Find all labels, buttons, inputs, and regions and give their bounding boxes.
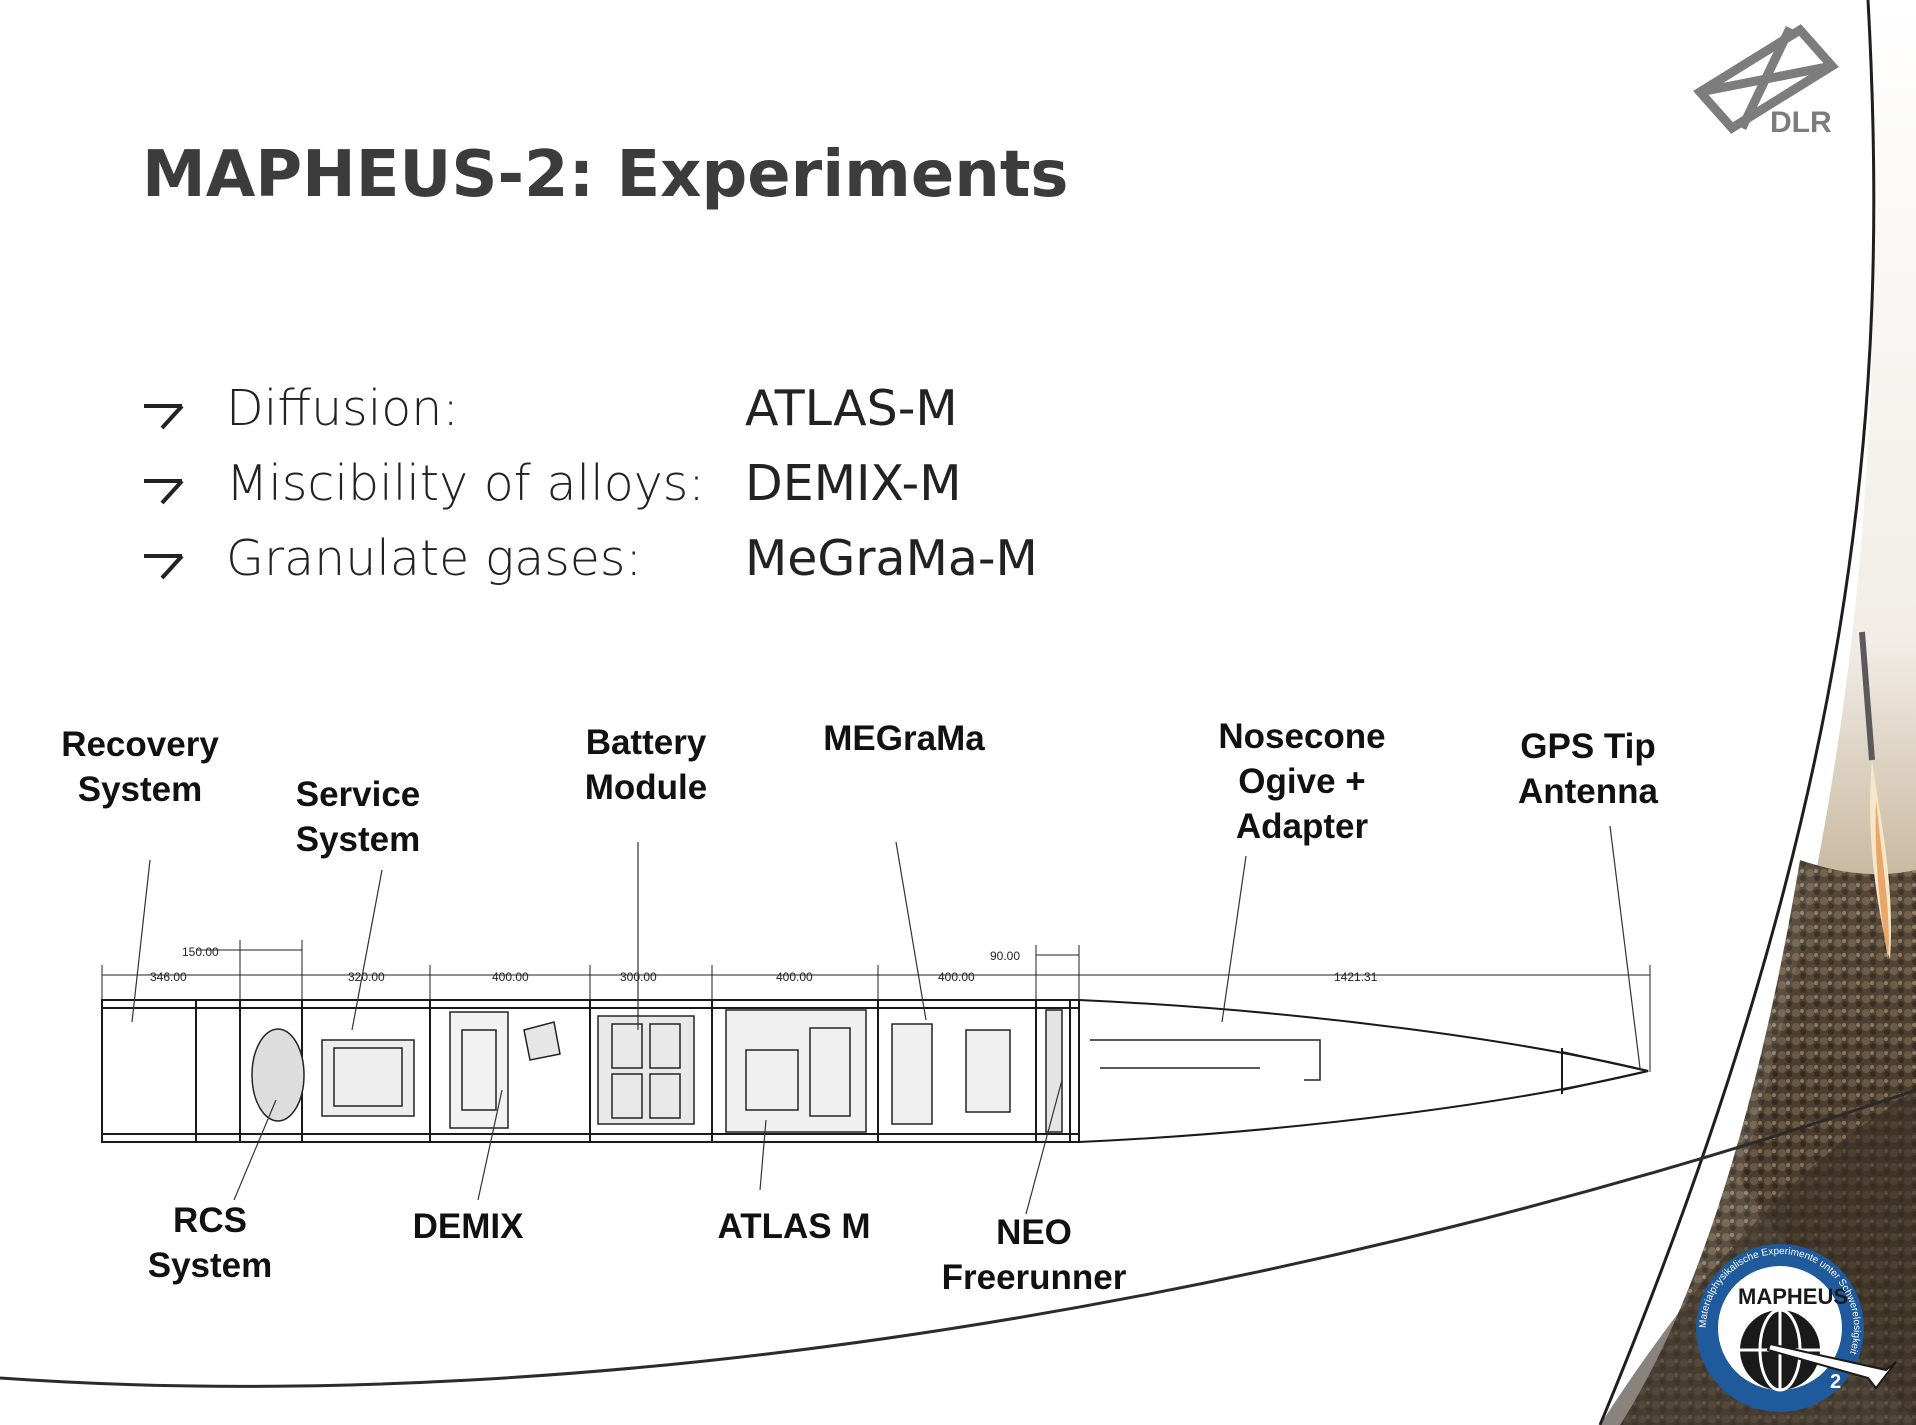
badge-number: 2 <box>1830 1371 1841 1393</box>
experiment-value: ATLAS-M <box>745 380 958 437</box>
dlr-logo <box>1693 24 1839 134</box>
experiment-value: DEMIX-M <box>745 455 962 512</box>
atlas-furnace <box>725 1009 867 1133</box>
arrow-bullet-icon <box>144 404 184 430</box>
dim-400b: 400.00 <box>776 970 813 984</box>
experiment-value: MeGraMa-M <box>745 530 1038 587</box>
dlr-logo-text: DLR <box>1770 106 1832 139</box>
label-megrama: MEGraMa <box>823 719 985 758</box>
label-battery-module: Battery Module <box>584 723 708 807</box>
arrow-bullet-icon <box>144 479 184 505</box>
megrama-unit <box>891 1023 933 1125</box>
experiment-item-granulate: Granulate gases: MeGraMa-M <box>142 530 1042 600</box>
dim-1421: 1421.31 <box>1334 970 1378 984</box>
label-neo-freerunner: NEO Freerunner <box>941 1213 1127 1297</box>
experiment-item-miscibility: Miscibility of alloys: DEMIX-M <box>142 455 1042 525</box>
service-module <box>321 1039 415 1117</box>
slide-title: MAPHEUS-2: Experiments <box>142 138 1069 212</box>
dim-346: 346.00 <box>150 970 187 984</box>
label-service-system: Service System <box>295 775 421 859</box>
experiment-label: Miscibility of alloys: <box>226 455 705 512</box>
label-atlas-m: ATLAS M <box>717 1207 871 1246</box>
label-demix: DEMIX <box>412 1207 524 1246</box>
dim-150: 150.00 <box>182 945 219 959</box>
label-recovery-system: Recovery System <box>61 725 219 809</box>
neo-freerunner <box>1045 1009 1063 1133</box>
badge-name: MAPHEUS <box>1738 1284 1848 1309</box>
mapheus-badge-logo: MAPHEUS 2 Materialphysikalische Experime… <box>1696 1244 1897 1412</box>
battery-pack <box>597 1015 695 1125</box>
dim-400a: 400.00 <box>492 970 529 984</box>
dim-400c: 400.00 <box>938 970 975 984</box>
experiment-label: Granulate gases: <box>226 530 642 587</box>
label-nosecone: Nosecone Ogive + Adapter <box>1218 717 1386 846</box>
experiment-label: Diffusion: <box>226 380 459 437</box>
label-gps-tip-antenna: GPS Tip Antenna <box>1518 727 1658 811</box>
launch-rocket-photo <box>1859 631 1891 960</box>
dim-320: 320.00 <box>348 970 385 984</box>
experiment-item-diffusion: Diffusion: ATLAS-M <box>142 380 1042 450</box>
arrow-bullet-icon <box>144 554 184 580</box>
dim-90: 90.00 <box>990 949 1020 963</box>
bottom-curve <box>0 1088 1916 1388</box>
label-rcs-system: RCS System <box>147 1201 273 1285</box>
rcs-tank <box>251 1028 305 1122</box>
